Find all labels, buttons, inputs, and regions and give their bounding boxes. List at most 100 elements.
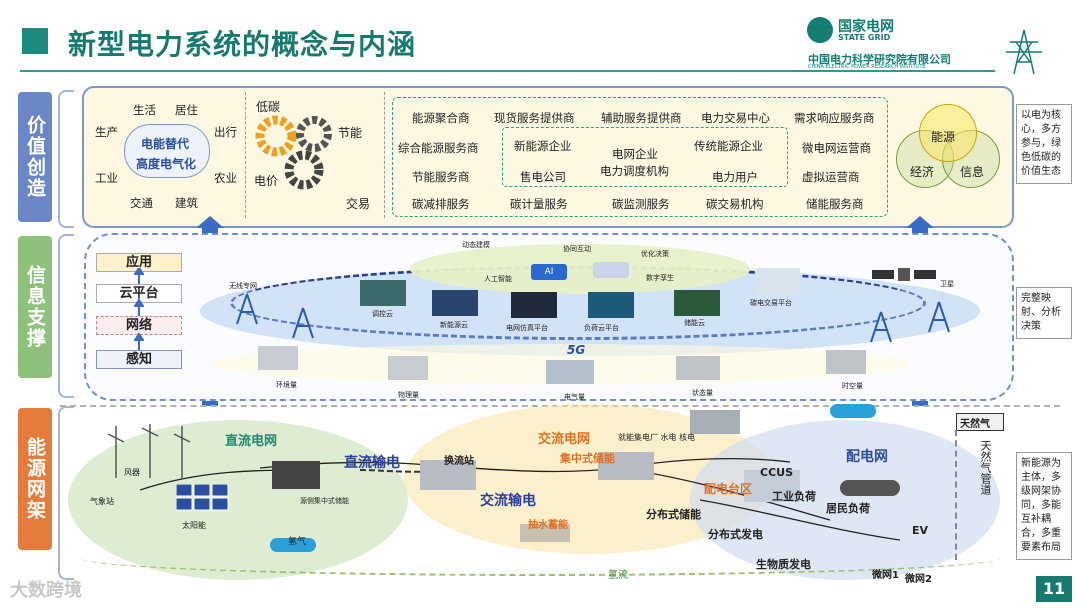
sense-label: 状态量 [692,389,713,397]
service-item: 节能服务商 [412,170,470,184]
spacetime-sensor-image [826,350,866,374]
top-ellipse [410,244,750,294]
grid-label: CCUS [760,466,793,479]
app-label: 协同互动 [563,245,591,253]
app-label: 数字孪生 [646,274,674,282]
env-sensor-image [258,346,298,370]
value-item: 居住 [175,103,198,117]
digital-twin-image [593,262,629,278]
electric-sensor-image [546,360,594,384]
grid-label: 微网1 [872,570,899,581]
center-line-2: 高度电气化 [136,157,197,171]
ai-badge: AI [531,264,567,280]
grid-label: EV [912,524,929,537]
cloud-label: 负荷云平台 [584,324,619,332]
value-item: 农业 [214,171,237,185]
divider-1 [245,92,246,218]
value-item: 生活 [133,103,156,117]
cloud-label: 电网仿真平台 [506,324,548,332]
cloud-label: 碳电交易平台 [750,299,792,307]
grid-label: 直流输电 [344,455,400,471]
service-item: 碳计量服务 [510,197,568,211]
gas-pipeline [955,430,1003,560]
state-grid-logo-icon [807,17,833,43]
grid-label: 换流站 [444,456,474,467]
brace-value [58,90,74,228]
brace-net [58,406,74,580]
new-energy-cloud-image [432,290,478,316]
divider-2 [384,92,385,218]
value-item: 出行 [214,125,237,139]
service-item: 新能源企业 [514,139,572,153]
venn-label: 信息 [960,165,985,179]
gear-label: 节能 [338,126,363,140]
app-label: 优化决策 [641,250,669,258]
service-item: 电力用户 [712,170,758,184]
ev-chargers-image [840,480,900,496]
radio-tower-icon [292,307,314,339]
arrow-up [906,216,934,233]
note-info: 完整映射、分析决策 [1016,287,1072,339]
grid-label: 分布式发电 [708,528,763,541]
brace-info [58,234,74,398]
wind-turbines-icon [107,424,191,478]
watermark: 大数跨境 [10,580,82,601]
power-plants-image [690,410,740,434]
venn-label: 能源 [931,130,956,144]
sense-label: 时空量 [842,382,863,390]
hydrogen-flow-line [80,540,1000,576]
service-item: 现货服务提供商 [494,111,575,125]
grid-label: 直流电网 [225,434,278,449]
grid-label: 居民负荷 [826,502,870,515]
grid-label: 微网2 [905,574,932,585]
note-value: 以电为核心，多方参与，绿色低碳的价值生态 [1016,104,1072,184]
service-item: 辅助服务提供商 [601,111,682,125]
core-services-box [502,127,788,187]
load-cloud-image [588,292,634,318]
gears-icon [255,115,332,190]
app-label: 动态建模 [462,241,490,249]
grid-label: 太阳能 [182,521,206,530]
gear-label: 交易 [346,197,371,211]
dispatch-cloud-image [360,280,406,306]
sense-label: 物理量 [398,391,419,399]
grid-label: 气象站 [90,497,114,506]
carbon-trading-image [756,268,800,294]
grid-label: 配电网 [846,449,888,465]
hydrogen-tank-icon [270,538,316,552]
sense-label: 电气量 [564,393,585,401]
title-divider [20,70,995,72]
cloud-label: 储能云 [684,319,705,327]
ac-substation-image [598,452,654,480]
section-label-info: 信息支撑 [18,236,52,378]
radio-tower-icon [236,293,258,325]
layer-arrows [134,268,144,350]
value-item: 工业 [95,171,118,185]
cloud-label: 新能源云 [440,321,468,329]
grid-label: 抽水蓄能 [528,520,568,531]
venn-label: 经济 [910,165,935,179]
layer-sense: 感知 [96,350,182,369]
radio-tower-icon [870,311,892,343]
grid-sim-image [511,292,557,318]
grid-label: 交流电网 [538,432,591,447]
gas-tank-icon [830,404,876,418]
service-item: 电力调度机构 [600,164,669,178]
electrification-oval [124,124,210,178]
5g-label: 5G [567,343,586,357]
distribution-transformer-image [744,470,800,502]
services-box [392,97,888,217]
grid-label: 工业负荷 [772,490,816,503]
service-item: 碳监测服务 [612,197,670,211]
gear-label: 低碳 [256,100,281,114]
status-sensor-image [676,356,720,380]
grid-label: 氢流 [608,570,628,581]
cloud-label: 调控云 [372,310,393,318]
institute-name-en: CHINA ELECTRIC POWER RESEARCH INSTITUTE [808,64,926,70]
center-line-1: 电能替代 [141,137,190,151]
converter-station-image [420,460,476,490]
arrow-up [196,216,224,233]
service-item: 能源聚合商 [412,111,470,125]
service-item: 储能服务商 [806,197,864,211]
service-item: 售电公司 [520,170,566,184]
